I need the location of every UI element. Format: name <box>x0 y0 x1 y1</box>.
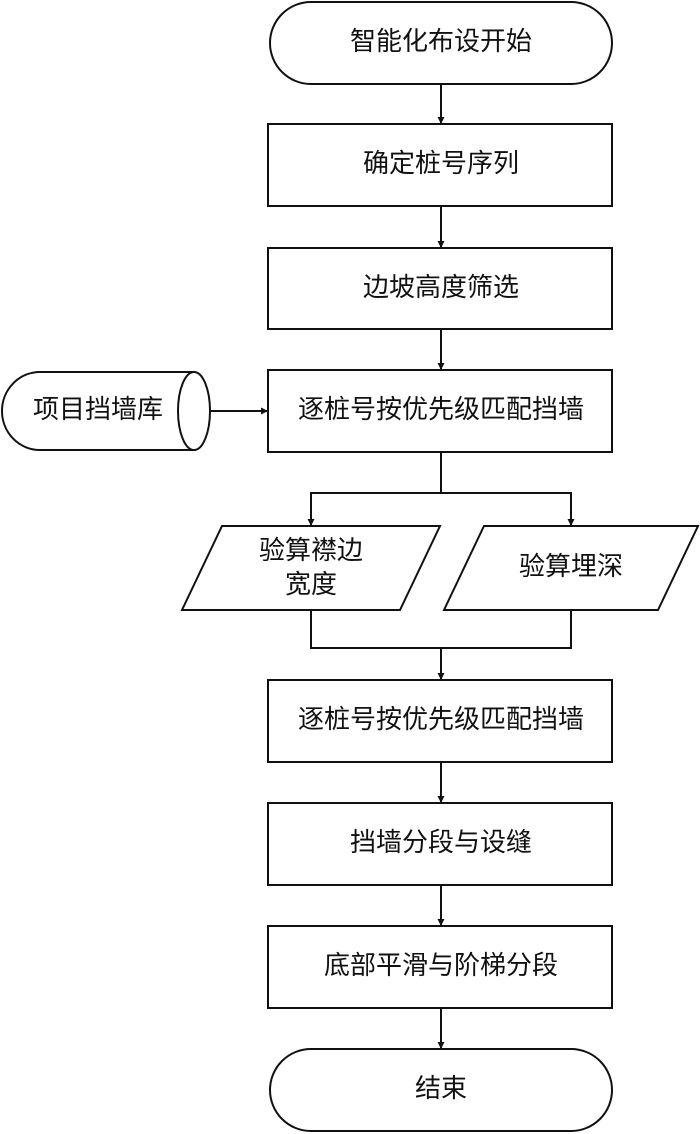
end-label: 结束 <box>415 1074 467 1104</box>
process-segment-joint: 挡墙分段与设缝 <box>267 802 613 886</box>
start-terminator: 智能化布设开始 <box>269 1 613 85</box>
connectors <box>210 84 575 1049</box>
start-label: 智能化布设开始 <box>350 27 532 57</box>
merge-line-checks <box>310 610 572 649</box>
arrow-match-wall-1-to-berm-width <box>307 452 442 526</box>
database-wall-library: 项目挡墙库 <box>1 371 211 451</box>
pile-sequence-label: 确定桩号序列 <box>363 149 519 179</box>
check-berm-width-line2: 宽度 <box>285 570 337 600</box>
data-check-berm-width: 验算襟边 宽度 <box>180 525 442 611</box>
wall-library-label: 项目挡墙库 <box>33 395 163 425</box>
data-check-burial-depth: 验算埋深 <box>442 525 700 611</box>
match-wall-1-label: 逐桩号按优先级匹配挡墙 <box>298 395 584 425</box>
bottom-smooth-label: 底部平滑与阶梯分段 <box>324 951 558 981</box>
segment-joint-label: 挡墙分段与设缝 <box>350 828 532 858</box>
process-pile-sequence: 确定桩号序列 <box>267 123 613 207</box>
arrow-match-wall-1-to-burial-depth <box>441 492 575 526</box>
process-slope-filter: 边坡高度筛选 <box>267 247 613 330</box>
process-bottom-smooth: 底部平滑与阶梯分段 <box>267 925 613 1009</box>
process-match-wall-2: 逐桩号按优先级匹配挡墙 <box>267 679 613 763</box>
check-berm-width-line1: 验算襟边 <box>259 536 363 566</box>
end-terminator: 结束 <box>269 1048 613 1132</box>
check-burial-depth-label: 验算埋深 <box>519 552 623 582</box>
process-match-wall-1: 逐桩号按优先级匹配挡墙 <box>267 369 613 453</box>
slope-filter-label: 边坡高度筛选 <box>363 273 519 303</box>
match-wall-2-label: 逐桩号按优先级匹配挡墙 <box>298 705 584 735</box>
